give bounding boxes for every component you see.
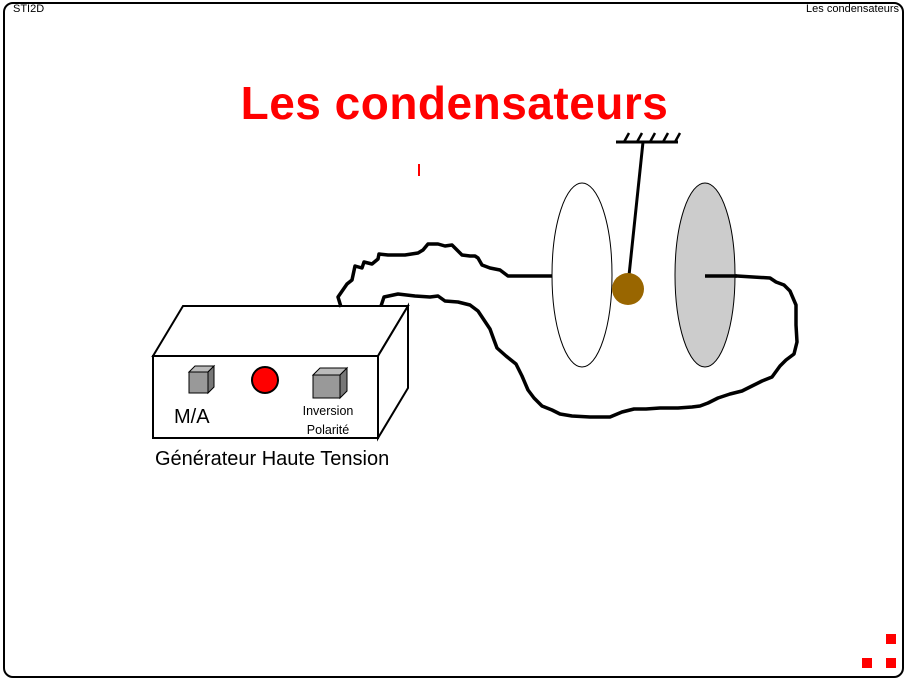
header-right: Les condensateurs bbox=[806, 3, 899, 15]
power-button[interactable] bbox=[187, 364, 216, 395]
polarity-button-label: Inversion Polarité bbox=[296, 402, 360, 440]
indicator-light bbox=[251, 366, 279, 394]
generator-top-face bbox=[151, 305, 410, 357]
polarity-label-line2: Polarité bbox=[306, 423, 350, 437]
polarity-button[interactable] bbox=[311, 366, 349, 400]
pendulum-thread bbox=[626, 141, 645, 286]
wire-right-plate bbox=[379, 274, 799, 419]
power-button-label: M/A bbox=[174, 406, 210, 428]
page-title: Les condensateurs bbox=[240, 77, 669, 129]
capacitor-plate-left bbox=[551, 182, 613, 368]
text-cursor-mark bbox=[418, 164, 420, 176]
header-left: STI2D bbox=[13, 3, 45, 15]
pendulum-ball bbox=[612, 273, 644, 305]
pendulum-support bbox=[616, 132, 682, 144]
generator-label: Générateur Haute Tension bbox=[155, 448, 390, 470]
polarity-label-line1: Inversion bbox=[302, 404, 354, 418]
red-squares-logo-icon bbox=[862, 634, 898, 670]
slide-frame bbox=[3, 2, 904, 678]
wire-left-plate bbox=[336, 242, 553, 308]
